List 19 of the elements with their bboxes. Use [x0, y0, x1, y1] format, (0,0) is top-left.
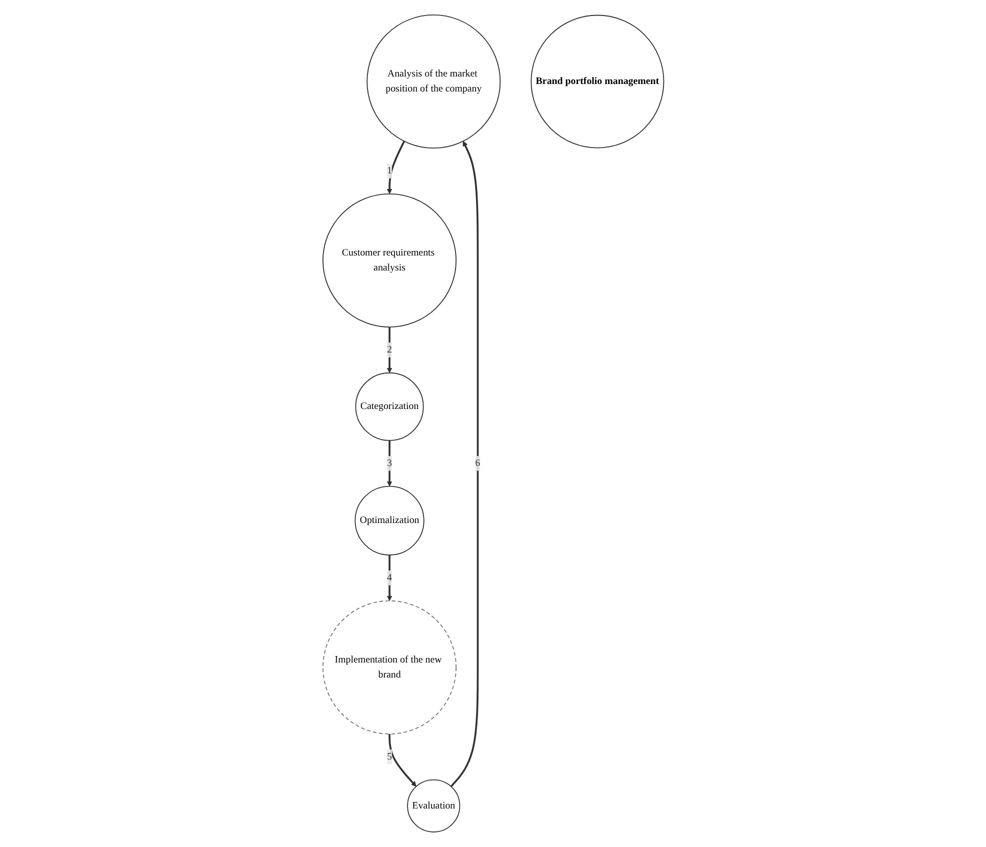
edge-label: 6 — [474, 458, 480, 468]
edge-label: 2 — [386, 344, 392, 355]
edge-label: 3 — [386, 458, 392, 468]
node-circle: Evaluation — [406, 779, 460, 832]
node-circle: Brand portfolio management — [530, 14, 664, 148]
arrow — [386, 440, 392, 487]
edge-label: 5 — [386, 751, 392, 762]
node-circle: Optimalization — [354, 486, 424, 556]
arrow — [450, 141, 478, 788]
arrow — [388, 734, 416, 787]
edge-label: 1 — [386, 165, 392, 176]
edge-label: 4 — [386, 572, 392, 583]
node-circle: Categorization — [354, 372, 424, 441]
arrow — [386, 327, 392, 374]
node-circle: Implementation of the new brand — [322, 600, 456, 734]
arrow — [386, 140, 405, 194]
arrow — [386, 555, 392, 602]
node-circle: Analysis of the market position of the company — [366, 14, 500, 149]
node-circle: Customer requirements analysis — [322, 193, 456, 328]
